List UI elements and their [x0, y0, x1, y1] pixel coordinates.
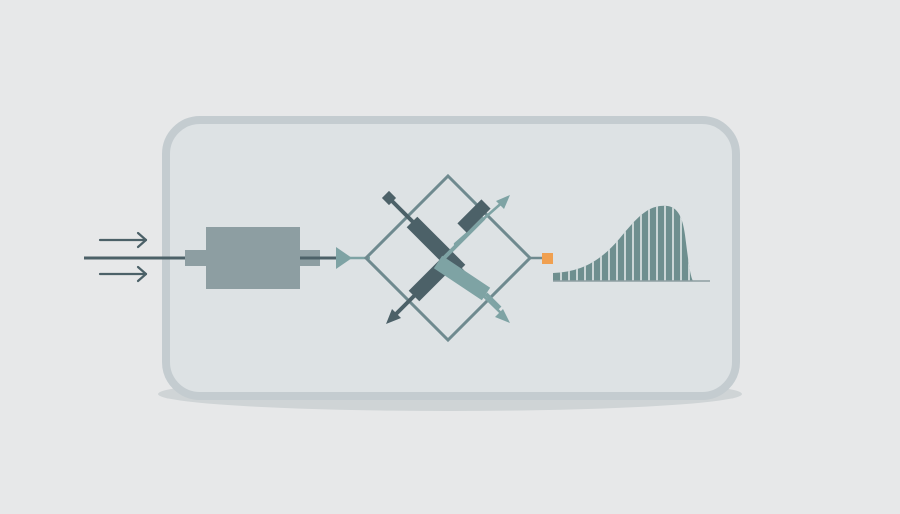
arrowhead-icon	[336, 247, 352, 269]
input-arrow-icon	[98, 265, 148, 283]
crossed-rods-icon	[381, 190, 502, 324]
input-arrow-icon	[98, 231, 148, 249]
detector-icon	[542, 253, 553, 264]
optical-block-icon	[206, 227, 300, 289]
block-connector-left	[185, 250, 207, 266]
beam-splitter-diamond-icon	[363, 173, 533, 343]
